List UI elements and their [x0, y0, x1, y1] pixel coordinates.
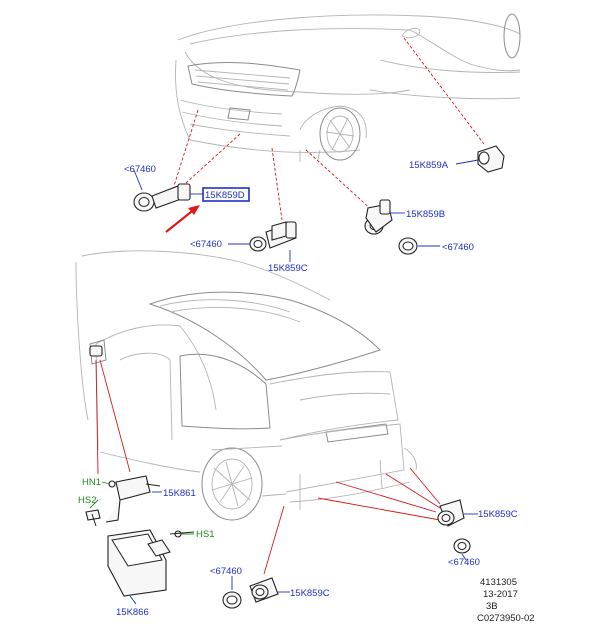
- callout-sensor-side-mirror: 15K859A: [409, 160, 449, 171]
- front-vehicle-illustration: [175, 13, 521, 162]
- pillar-mount: [89, 345, 103, 357]
- sensor-side-mirror: [455, 145, 505, 173]
- sensor-rear-left: [222, 577, 279, 609]
- ref-line-1: 4131305: [480, 577, 517, 588]
- callout-grommet-rear-right: <67460: [448, 557, 480, 568]
- sensor-rear-right: [437, 499, 471, 554]
- callout-sensor-front-left: 15K859D: [205, 190, 245, 201]
- callout-grommet-front-center: <67460: [190, 239, 222, 250]
- drawing-reference: 4131305 13-2017 3B C0273950-02: [477, 577, 535, 624]
- callout-bracket-module: 15K861: [163, 488, 196, 499]
- sensor-front-right: [364, 199, 418, 255]
- callout-sensor-front-center: 15K859C: [268, 263, 308, 274]
- rear-vehicle-illustration: [75, 250, 417, 521]
- callout-grommet-front-left: <67460: [124, 164, 156, 175]
- callout-harness-hs1: HS1: [196, 529, 214, 540]
- highlight-box: [202, 187, 250, 202]
- callout-grommet-front-right: <67460: [442, 242, 474, 253]
- red-arrow-indicator: [165, 205, 200, 233]
- ref-line-2: 13-2017: [483, 589, 518, 600]
- callout-harness-hs2: HS2: [78, 495, 96, 506]
- callout-grommet-rear-left: <67460: [210, 566, 242, 577]
- front-leader-lines: [173, 37, 485, 221]
- sensor-front-left: [133, 183, 204, 212]
- callout-control-module: 15K866: [116, 607, 149, 618]
- ref-line-4: C0273950-02: [477, 613, 535, 624]
- callout-harness-hn1: HN1: [82, 477, 101, 488]
- callout-sensor-rear-left: 15K859C: [290, 588, 330, 599]
- bracket-module-15k861: [105, 475, 161, 523]
- callout-sensor-front-right: 15K859B: [406, 209, 445, 220]
- clip-hs2: [85, 509, 101, 527]
- rear-leader-lines: [95, 359, 441, 575]
- control-module-15k866: [107, 529, 195, 597]
- callout-sensor-rear-right: 15K859C: [478, 509, 518, 520]
- sensor-front-center: [249, 221, 297, 252]
- ref-line-3: 3B: [486, 601, 498, 612]
